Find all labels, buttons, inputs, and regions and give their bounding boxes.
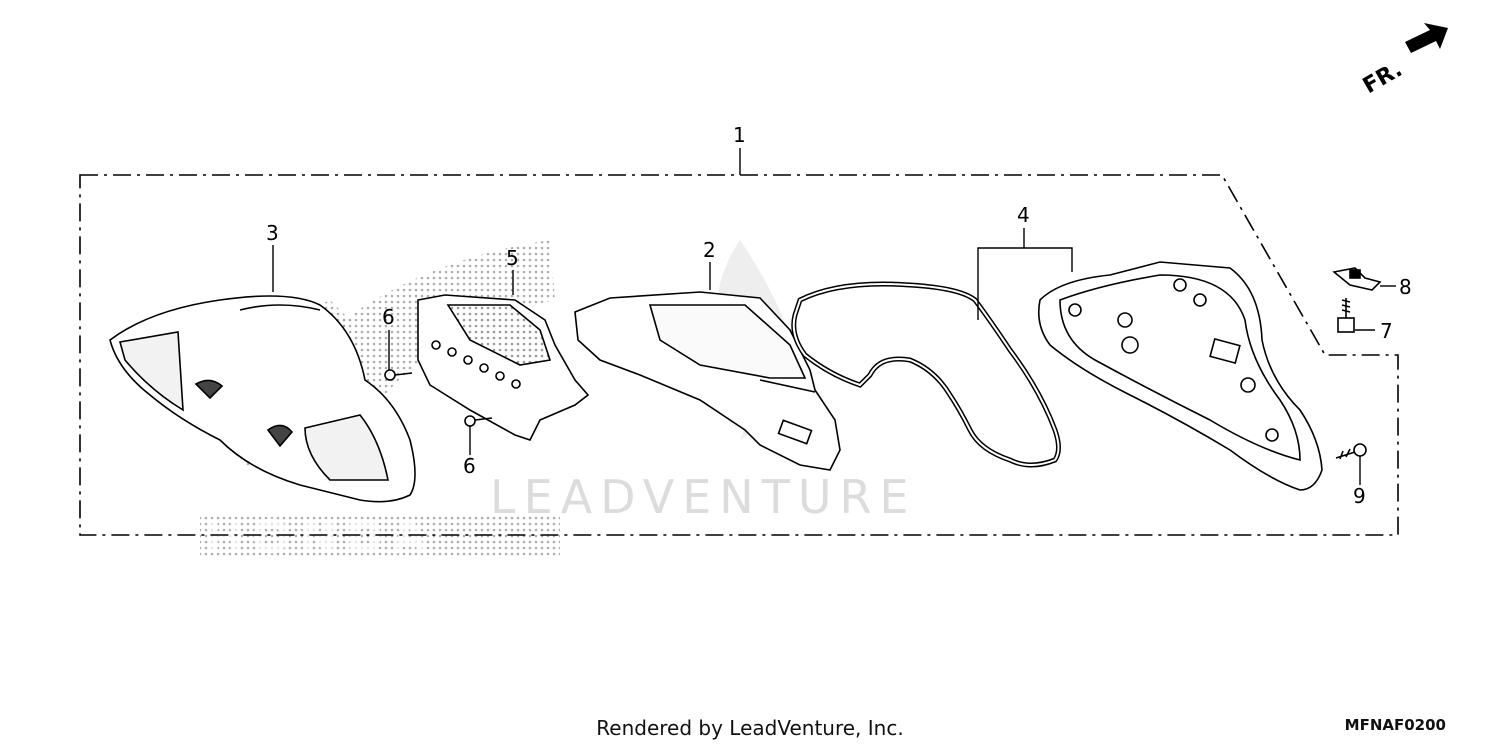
clip-8 bbox=[1332, 267, 1382, 291]
honda-watermark-text: HONDA bbox=[205, 510, 435, 564]
callout-2: 2 bbox=[703, 238, 716, 262]
front-arrow: FR. bbox=[1359, 23, 1448, 99]
diagram-code: MFNAF0200 bbox=[1344, 716, 1446, 734]
callout-4: 4 bbox=[1017, 203, 1030, 227]
front-label: FR. bbox=[1359, 57, 1407, 99]
callout-9: 9 bbox=[1353, 484, 1366, 508]
callout-6-upper: 6 bbox=[382, 305, 395, 329]
meter-gasket-inner bbox=[792, 283, 1060, 466]
meter-visor bbox=[109, 295, 416, 503]
leader-lines bbox=[272, 148, 1396, 485]
callout-8: 8 bbox=[1399, 275, 1412, 299]
callout-3: 3 bbox=[266, 221, 279, 245]
callout-7: 7 bbox=[1380, 319, 1393, 343]
callout-6-lower: 6 bbox=[463, 454, 476, 478]
screw-6-upper bbox=[384, 369, 413, 381]
assembly-bracket bbox=[79, 174, 1399, 536]
screw-9 bbox=[1335, 443, 1367, 460]
meter-rear-case bbox=[1037, 261, 1323, 491]
meter-unit bbox=[574, 291, 841, 471]
callout-1: 1 bbox=[733, 123, 746, 147]
leadventure-watermark: LEADVENTURE bbox=[490, 470, 917, 524]
callout-5: 5 bbox=[506, 246, 519, 270]
meter-inner-panel bbox=[417, 294, 590, 441]
render-credit: Rendered by LeadVenture, Inc. bbox=[596, 716, 904, 740]
bolt-7 bbox=[1337, 298, 1355, 333]
